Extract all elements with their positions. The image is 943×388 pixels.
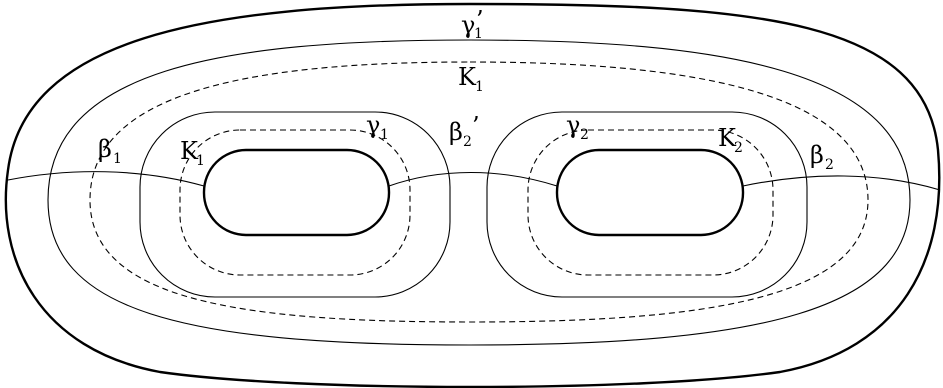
arc-beta2-prime (388, 171, 558, 187)
svg-text:1: 1 (113, 151, 122, 167)
arc-beta1 (7, 171, 205, 187)
label-beta2-prime: β 2 ’ (449, 112, 480, 150)
curve-gamma1-prime (47, 39, 911, 346)
svg-text:’: ’ (472, 112, 480, 140)
curve-K2-dashed (527, 129, 774, 276)
right-hole (555, 148, 745, 237)
surface-outer-boundary (4, 2, 941, 388)
curve-gamma1 (139, 111, 451, 298)
arc-beta2 (742, 175, 941, 191)
label-gamma1: γ 1 (366, 111, 389, 143)
svg-text:’: ’ (476, 6, 484, 34)
svg-text:K: K (718, 124, 737, 152)
curve-K1-outer-dashed (89, 61, 869, 323)
label-K1-outer: K 1 (458, 63, 484, 95)
svg-text:1: 1 (474, 26, 483, 42)
label-beta1: β 1 (98, 135, 122, 167)
svg-text:γ: γ (461, 11, 475, 39)
svg-text:β: β (98, 135, 112, 163)
svg-text:1: 1 (196, 153, 205, 169)
svg-text:2: 2 (463, 134, 472, 150)
svg-text:β: β (449, 118, 463, 146)
svg-text:γ: γ (566, 111, 580, 139)
label-gamma2: γ 2 (566, 111, 589, 143)
svg-text:2: 2 (580, 127, 589, 143)
curve-gamma2 (486, 111, 808, 298)
svg-text:1: 1 (475, 79, 484, 95)
label-K1-inner: K 1 (180, 137, 205, 169)
svg-text:1: 1 (380, 127, 389, 143)
curve-K1-inner-dashed (179, 129, 411, 276)
label-gamma1-prime: γ 1 ’ (461, 6, 484, 42)
label-K2: K 2 (718, 124, 743, 156)
left-hole (202, 148, 391, 237)
svg-text:2: 2 (734, 140, 743, 156)
svg-text:K: K (180, 137, 199, 165)
label-beta2: β 2 (810, 141, 834, 173)
svg-text:β: β (810, 141, 824, 169)
svg-text:2: 2 (825, 157, 834, 173)
svg-text:K: K (458, 63, 477, 91)
svg-text:γ: γ (366, 111, 380, 139)
